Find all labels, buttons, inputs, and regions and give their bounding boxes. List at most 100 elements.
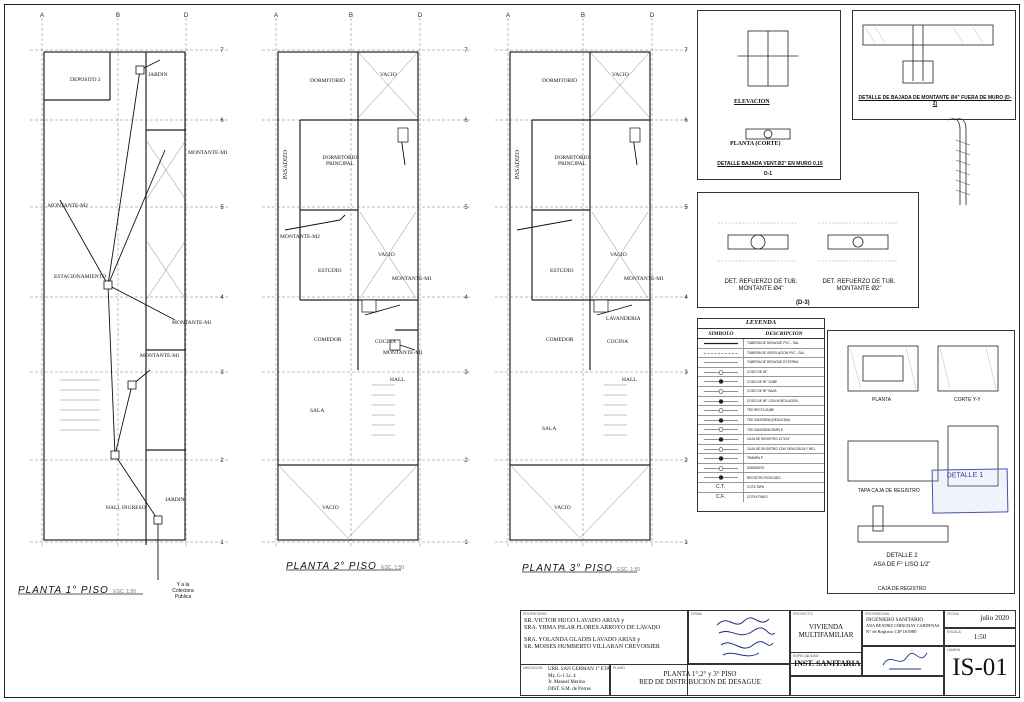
svg-text:2: 2 <box>464 458 468 464</box>
detail-isometric-pipe <box>947 118 971 205</box>
label-montante-m2: MONTANTE-M2 <box>280 234 320 240</box>
legend-row: CODO DE 45° <box>698 367 824 378</box>
owner-1: SR. VICTOR HUGO LAVADO ARIAS y <box>524 618 625 624</box>
tb-lamina: LAMINA IS-01 <box>944 646 1016 696</box>
legend-row: TEE SANITARIA SIMPLE <box>698 425 824 435</box>
fecha-value: julio 2020 <box>980 614 1009 622</box>
svg-text:6: 6 <box>684 118 688 124</box>
tb-firma-profesional <box>862 646 944 676</box>
legend-symbol <box>698 348 744 358</box>
legend-description: TEE RECTA SUBE <box>747 408 775 413</box>
label-tapa: TAPA CAJA DE REGISTRO <box>858 488 920 494</box>
svg-text:D: D <box>184 13 189 19</box>
tb-proyecto: PROYECTO VIVIENDA MULTIFAMILIAR <box>790 610 862 664</box>
detail-caja-registro: PLANTA CORTE Y-Y TAPA CAJA DE REGISTRO D… <box>827 330 1015 594</box>
room-lavanderia: LAVANDERIA <box>606 316 641 322</box>
legend-symbol <box>698 377 744 386</box>
svg-text:D: D <box>418 13 423 19</box>
legend-description: CAJA DE REGISTRO 12"x24" <box>747 437 791 442</box>
label-montante-m1: MONTANTE-M1 <box>624 276 664 282</box>
legend-symbol <box>698 434 744 444</box>
tb-especialidad: ESPECIALIDAD INST. SANITARIA <box>790 652 862 676</box>
legend-row: CAJA DE REGISTRO CON TAPA CIEGA Y REJ. <box>698 444 824 455</box>
label-planta-corte: PLANTA (CORTE) <box>730 141 781 147</box>
label-corte: CORTE Y-Y <box>954 397 981 403</box>
legend-description: TEE SANITARIA (REDUCIDA) <box>747 418 791 423</box>
label-bajada-montante: DETALLE DE BAJADA DE MONTANTE Ø4" FUERA … <box>858 95 1012 107</box>
detail-d1-drawing <box>738 30 798 140</box>
approval-stamp: DETALLE 1 <box>931 468 1009 514</box>
plan-2-title: PLANTA 2° PISO ESC. 1:50 <box>286 561 405 572</box>
detail-d2: DETALLE DE BAJADA DE MONTANTE Ø4" FUERA … <box>852 10 1016 120</box>
room-vacio-bottom: VACIO <box>554 505 571 511</box>
legend-row: TUBERIA DE DESAGUE EXTERNA <box>698 358 824 368</box>
plan-3-title: PLANTA 3° PISO ESC. 1:50 <box>522 563 641 574</box>
especialidad-value: INST. SANITARIA <box>794 659 861 668</box>
plan-1-title-underline <box>18 593 143 595</box>
detail-caja-drawing <box>847 345 999 543</box>
legend-symbol <box>698 473 744 482</box>
plan-3-title-underline <box>522 571 637 573</box>
legend-symbol <box>698 444 744 454</box>
legend-description: REGISTRO ROSCADO <box>747 475 781 480</box>
label-montante-m1-kitchen: MONTANTE-M1 <box>383 350 423 356</box>
room-dormitorio-principal: DORMITORIO PRINCIPAL <box>322 155 358 167</box>
legend-description: CODO DE 90° CON VENTILACION <box>747 398 798 403</box>
svg-text:6: 6 <box>464 118 468 124</box>
drawing-sheet <box>4 4 1020 698</box>
label-montante-m2: MONTANTE-M2 <box>48 203 88 209</box>
svg-text:3: 3 <box>220 370 224 376</box>
svg-text:3: 3 <box>464 370 468 376</box>
svg-text:A: A <box>506 13 510 19</box>
room-sala: SALA <box>542 426 557 432</box>
legend-description: TEE SANITARIA SIMPLE <box>747 427 784 432</box>
legend-symbol <box>698 367 744 377</box>
legend-row-ct: C.T.COTA TAPA <box>698 482 824 493</box>
label-asa: ASA DE F° LISO 1/2" <box>873 562 931 568</box>
room-cocina: COCINA <box>607 339 629 345</box>
professional-signature <box>882 652 928 670</box>
detail-d3-drawing <box>718 222 898 262</box>
room-dormitorio: DORMITORIO <box>542 78 578 84</box>
room-vacio-mid: VACIO <box>610 252 627 258</box>
detail-d2-drawing <box>862 24 994 84</box>
label-d1: D-1 <box>764 171 773 177</box>
svg-text:7: 7 <box>220 48 224 54</box>
owner-2: SRA. YRMA PILAR FLORES ARROYO DE LAVADO <box>524 625 661 631</box>
tb-plano: PLANO PLANTA 1°,2° y 3° PISO RED DE DIST… <box>610 664 790 696</box>
svg-text:4: 4 <box>684 295 688 301</box>
svg-text:4: 4 <box>464 295 468 301</box>
label-montante-m1-b: MONTANTE-M1 <box>172 320 212 326</box>
label-refuerzo-2: DET. REFUERZO DE TUB. MONTANTE Ø2" <box>822 279 896 292</box>
room-estudio: ESTUDIO <box>550 268 574 274</box>
legend-symbol <box>698 415 744 425</box>
svg-text:5: 5 <box>220 205 224 211</box>
svg-text:5: 5 <box>464 205 468 211</box>
room-deposito: DEPOSITO 2 <box>70 77 101 83</box>
legend-description: CAJA DE REGISTRO CON TAPA CIEGA Y REJ. <box>747 446 816 451</box>
lamina-value: IS-01 <box>952 654 1008 681</box>
owner-3: SRA. YOLANDA GLADIS LAVADO ARIAS y <box>524 637 641 643</box>
room-hall: HALL <box>622 377 637 383</box>
room-cocina: COCINA <box>375 339 397 345</box>
legend-symbol <box>698 396 744 406</box>
label-planta: PLANTA <box>872 397 892 403</box>
svg-text:4: 4 <box>220 295 224 301</box>
legend-row: CODO DE 90° SUBE <box>698 377 824 387</box>
legend-row: SUMIDERO <box>698 463 824 474</box>
svg-text:A: A <box>40 13 44 19</box>
legend-symbol <box>698 454 744 463</box>
svg-text:2: 2 <box>684 458 688 464</box>
room-sala: SALA <box>310 408 325 414</box>
legend-row: TUBERIA DE DESAGUE PVC - SAL <box>698 339 824 349</box>
svg-text:5: 5 <box>684 205 688 211</box>
detail-d3: DET. REFUERZO DE TUB. MONTANTE Ø4" DET. … <box>697 192 919 308</box>
tb-fecha: FECHA julio 2020 <box>944 610 1016 628</box>
room-estacionamiento: ESTACIONAMIENTO <box>54 274 107 280</box>
legend-title: LEYENDA <box>698 319 824 329</box>
legend-row: CAJA DE REGISTRO 12"x24" <box>698 434 824 445</box>
legend-symbol <box>698 358 744 367</box>
tb-ubicacion: UBICACION URB. SAN GERMAN 1° ETAPA Mz. G… <box>520 664 610 696</box>
tb-profesional: PROFESIONAL INGENIERO SANITARIO ANA BEAT… <box>862 610 944 646</box>
